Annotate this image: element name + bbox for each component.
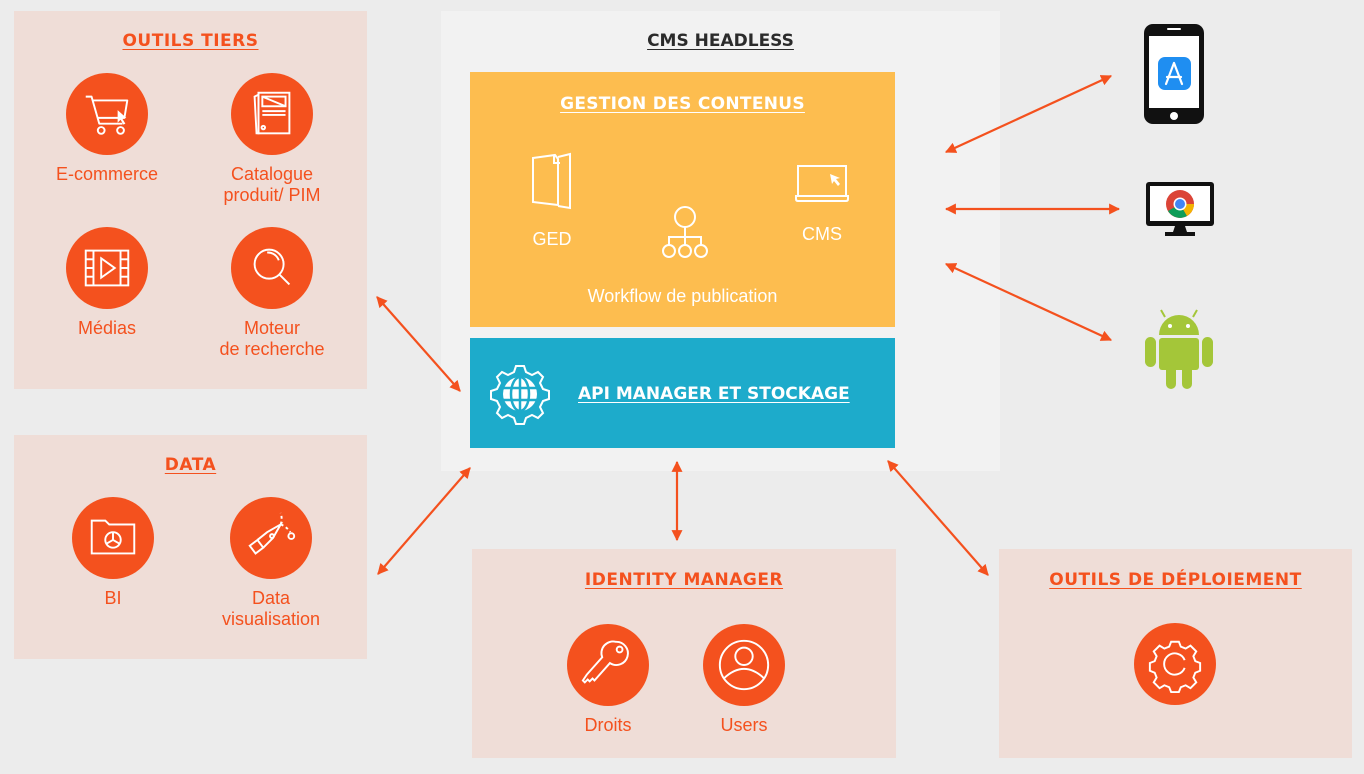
medias-item: Médias: [27, 227, 187, 339]
gestion-contenus-title: GESTION DES CONTENUS: [560, 94, 805, 114]
ecommerce-item: E-commerce: [27, 73, 187, 185]
droits-item: Droits: [528, 624, 688, 736]
bi-label: BI: [104, 588, 122, 608]
identity-manager-title: IDENTITY MANAGER: [584, 570, 784, 590]
cms-label: CMS: [802, 224, 842, 244]
arrow-data-api: [377, 467, 471, 575]
shopping-cart-icon: [66, 73, 148, 155]
moteur-label: Moteur de recherche: [219, 318, 325, 359]
android-icon: [1143, 305, 1215, 395]
data-panel: DATA BI Data visualisatio: [14, 435, 367, 659]
outils-tiers-panel: OUTILS TIERS E-commerce C: [14, 11, 367, 389]
cms-item: CMS: [792, 164, 852, 245]
smartphone-appstore-icon: [1143, 23, 1205, 130]
laptop-cursor-icon: [795, 165, 849, 202]
outils-tiers-title: OUTILS TIERS: [122, 31, 259, 51]
user-icon: [703, 624, 785, 706]
workflow-icon-wrap: [655, 205, 715, 263]
dataviz-label: Data visualisation: [221, 588, 321, 629]
ecommerce-label: E-commerce: [55, 164, 158, 184]
gestion-contenus-box: GESTION DES CONTENUS GED CMS Workflow de…: [470, 72, 895, 327]
users-label: Users: [720, 715, 768, 735]
workflow-label: Workflow de publication: [587, 286, 778, 306]
catalog-icon: [231, 73, 313, 155]
medias-label: Médias: [77, 318, 137, 338]
ged-label: GED: [532, 229, 572, 249]
outils-deploiement-panel: OUTILS DE DÉPLOIEMENT: [999, 549, 1352, 758]
droits-label: Droits: [584, 715, 632, 735]
gear-refresh-icon: [1134, 623, 1216, 705]
document-icon: [532, 152, 571, 210]
catalogue-label: Catalogue produit/ PIM: [223, 164, 321, 205]
magnifier-icon: [231, 227, 313, 309]
catalogue-item: Catalogue produit/ PIM: [192, 73, 352, 206]
pie-chart-folder-icon: [72, 497, 154, 579]
deploiement-item: [1095, 623, 1255, 705]
data-title: DATA: [164, 455, 217, 475]
api-manager-title: API MANAGER ET STOCKAGE: [578, 384, 850, 404]
hierarchy-icon: [662, 206, 708, 258]
monitor-chrome-icon: [1145, 181, 1215, 244]
cms-headless-title: CMS HEADLESS: [647, 31, 794, 51]
pen-tool-icon: [230, 497, 312, 579]
moteur-item: Moteur de recherche: [192, 227, 352, 360]
identity-manager-panel: IDENTITY MANAGER Droits Users: [472, 549, 896, 758]
globe-gear-icon: [490, 365, 550, 425]
video-film-icon: [66, 227, 148, 309]
bi-item: BI: [33, 497, 193, 609]
ged-item: GED: [522, 152, 582, 250]
users-item: Users: [664, 624, 824, 736]
api-manager-box: API MANAGER ET STOCKAGE: [470, 338, 895, 448]
key-icon: [567, 624, 649, 706]
outils-deploiement-title: OUTILS DE DÉPLOIEMENT: [1049, 570, 1302, 590]
arrow-deploiement-api: [887, 460, 989, 576]
dataviz-item: Data visualisation: [191, 497, 351, 630]
